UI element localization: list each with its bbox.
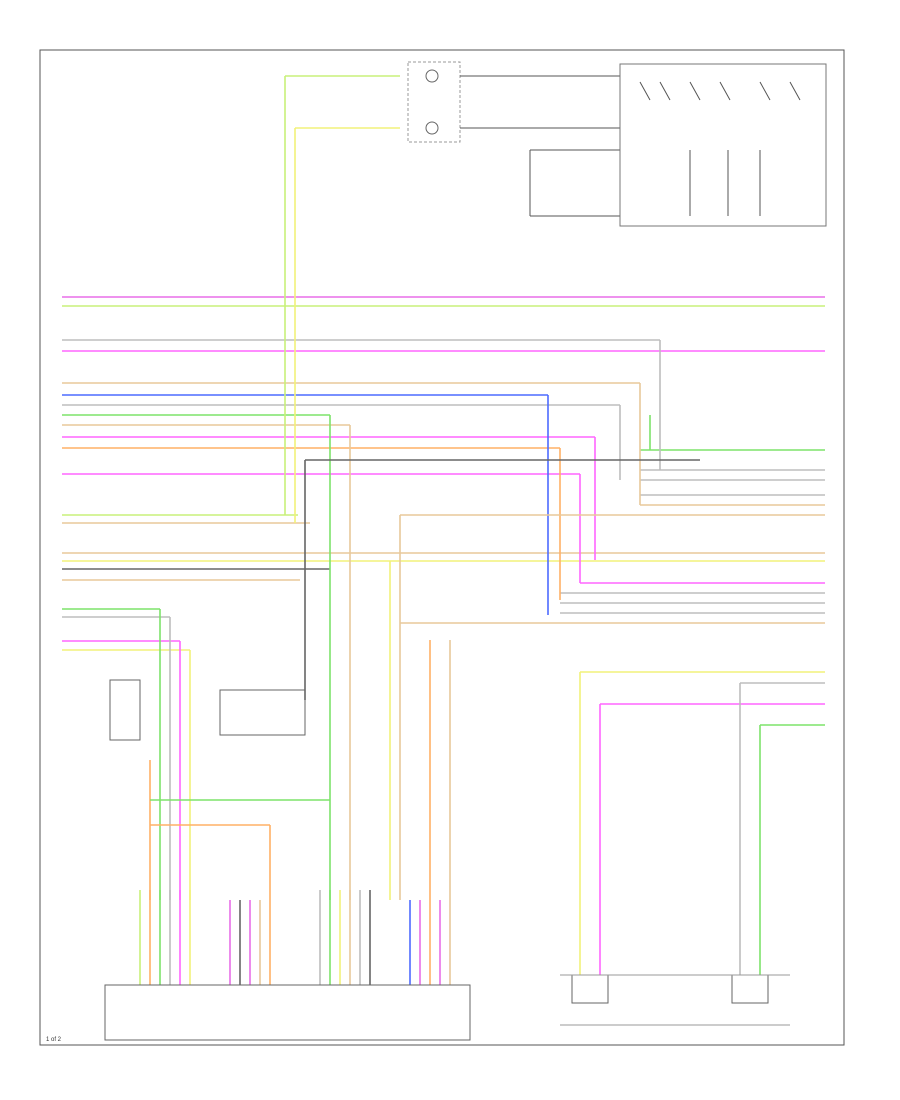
speakers bbox=[109, 679, 306, 741]
connector-pins-a bbox=[139, 890, 191, 985]
module-connectors bbox=[139, 890, 451, 985]
speaker-icon bbox=[571, 974, 609, 1004]
audio-module-outline bbox=[104, 984, 471, 1041]
harness-wires bbox=[62, 296, 825, 726]
fuse-symbol-2 bbox=[425, 121, 439, 135]
relay-switches bbox=[639, 81, 801, 216]
page-reference: 1 of 2 bbox=[46, 1037, 62, 1043]
speaker-icon bbox=[109, 679, 141, 741]
relay-box-outline bbox=[619, 63, 827, 227]
vertical-wires bbox=[149, 75, 761, 975]
right-speakers bbox=[560, 974, 790, 1026]
speaker-icon bbox=[219, 689, 306, 736]
connector-pins-b bbox=[229, 900, 271, 985]
connector-pins-d bbox=[409, 900, 451, 985]
diagram-border bbox=[39, 49, 845, 1046]
fuse-symbol bbox=[425, 69, 439, 83]
top-fuse-relay-area bbox=[407, 61, 827, 227]
connector-pins-c bbox=[319, 890, 371, 985]
fuse-box-outline bbox=[407, 61, 461, 143]
speaker-icon bbox=[731, 974, 769, 1004]
